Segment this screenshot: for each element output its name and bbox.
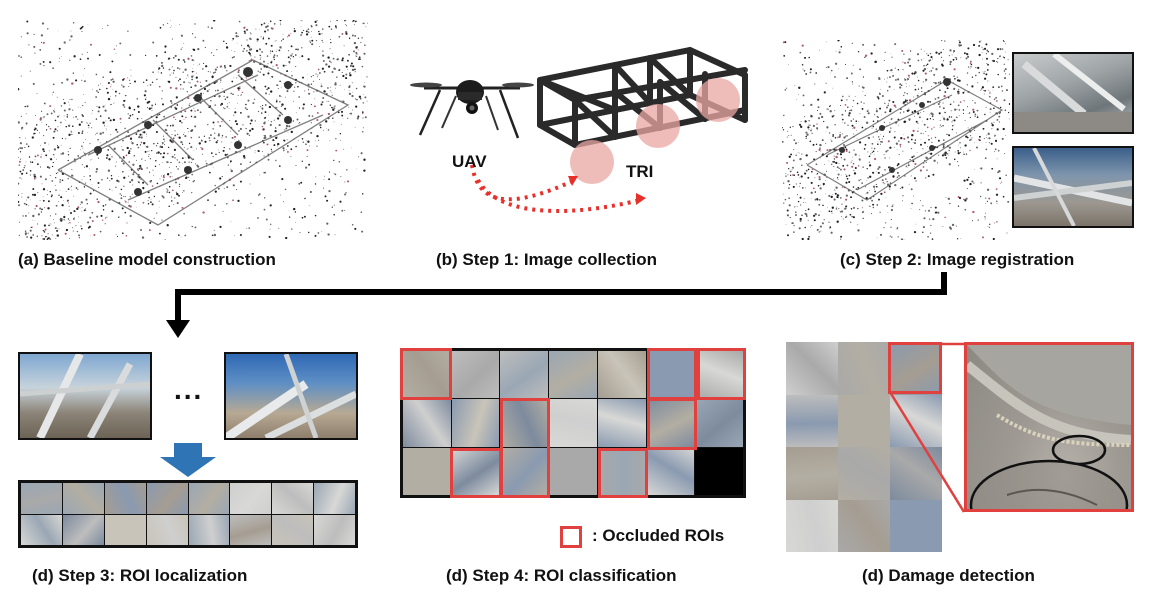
roi-tile (21, 483, 62, 514)
zoomed-damage-view (964, 342, 1134, 512)
roi-tile (695, 447, 743, 495)
roi-tile (403, 399, 451, 447)
roi-tile (21, 514, 62, 545)
roi-tile (314, 483, 355, 514)
roi-tile (188, 483, 230, 514)
roi-marker-1 (570, 140, 614, 184)
roi-tile (646, 447, 695, 495)
caption-b: (b) Step 1: Image collection (436, 250, 658, 269)
roi-tile (838, 394, 890, 447)
roi-tile (314, 514, 355, 545)
roi-tile (549, 399, 597, 447)
ellipsis: ... (174, 374, 204, 405)
roi-tile (695, 399, 743, 447)
legend-swatch (560, 526, 582, 548)
registered-photo-2 (1012, 146, 1134, 228)
crack-marker-small (1051, 434, 1107, 466)
roi-tile (890, 394, 942, 447)
roi-tile (500, 351, 549, 399)
caption-d1: (d) Step 3: ROI localization (32, 566, 248, 585)
selected-roi-box (888, 342, 942, 394)
roi-tile (597, 399, 646, 447)
registration-point-cloud (782, 40, 1010, 240)
roi-tile (890, 342, 942, 395)
occluded-roi-box (647, 398, 697, 450)
roi-tile (597, 447, 646, 495)
zoom-connector-lines (888, 342, 966, 513)
occluded-roi-box (450, 448, 502, 498)
roi-tile (451, 447, 500, 495)
roi-marker-3 (696, 78, 740, 122)
caption-c: (c) Step 2: Image registration (840, 250, 1075, 269)
input-photo-last (224, 352, 358, 440)
roi-tile (188, 514, 230, 545)
roi-tile (451, 399, 500, 447)
roi-tile (838, 342, 890, 395)
registered-photo-1 (1012, 52, 1134, 134)
occluded-roi-box (697, 348, 746, 400)
input-photo-first (18, 352, 152, 440)
workflow-connector-arrow (166, 272, 947, 338)
tri-label: TRI (626, 162, 654, 181)
roi-tile (62, 514, 104, 545)
roi-tile (104, 483, 146, 514)
roi-tile (230, 483, 272, 514)
roi-localization-grid (18, 480, 358, 548)
damage-roi-grid (786, 342, 942, 552)
uav-label: UAV (452, 152, 487, 171)
down-arrow-icon (160, 443, 216, 477)
roi-tile (272, 483, 314, 514)
baseline-point-cloud (18, 20, 368, 240)
roi-tile (786, 342, 838, 395)
roi-tile (549, 351, 597, 399)
roi-marker-2 (636, 104, 680, 148)
roi-tile (646, 399, 695, 447)
caption-a: (a) Baseline model construction (18, 250, 276, 269)
roi-tile (146, 514, 188, 545)
image-collection-illustration (410, 46, 748, 214)
occluded-roi-box (647, 348, 697, 400)
caption-d3: (d) Damage detection (862, 566, 1035, 585)
roi-tile (549, 447, 597, 495)
roi-tile (786, 447, 838, 500)
roi-tile (451, 351, 500, 399)
roi-tile (646, 351, 695, 399)
roi-tile (838, 499, 890, 552)
roi-tile (890, 499, 942, 552)
roi-tile (403, 351, 451, 399)
truss-structure (537, 46, 748, 148)
legend-label: : Occluded ROIs (592, 526, 725, 545)
roi-tile (597, 351, 646, 399)
roi-tile (890, 447, 942, 500)
roi-tile (838, 447, 890, 500)
occluded-roi-box (500, 398, 550, 498)
roi-tile (146, 483, 188, 514)
roi-tile (403, 447, 451, 495)
roi-tile (786, 499, 838, 552)
roi-tile (500, 399, 549, 447)
caption-d2: (d) Step 4: ROI classification (446, 566, 677, 585)
occluded-roi-box (400, 348, 452, 400)
roi-tile (62, 483, 104, 514)
roi-tile (230, 514, 272, 545)
roi-classification-grid (400, 348, 746, 498)
roi-tile (786, 394, 838, 447)
occluded-roi-box (598, 448, 648, 498)
roi-tile (695, 351, 743, 399)
roi-tile (500, 447, 549, 495)
roi-tile (104, 514, 146, 545)
crack-marker-large (969, 459, 1129, 509)
uav-drone-icon (410, 80, 534, 139)
roi-tile (272, 514, 314, 545)
